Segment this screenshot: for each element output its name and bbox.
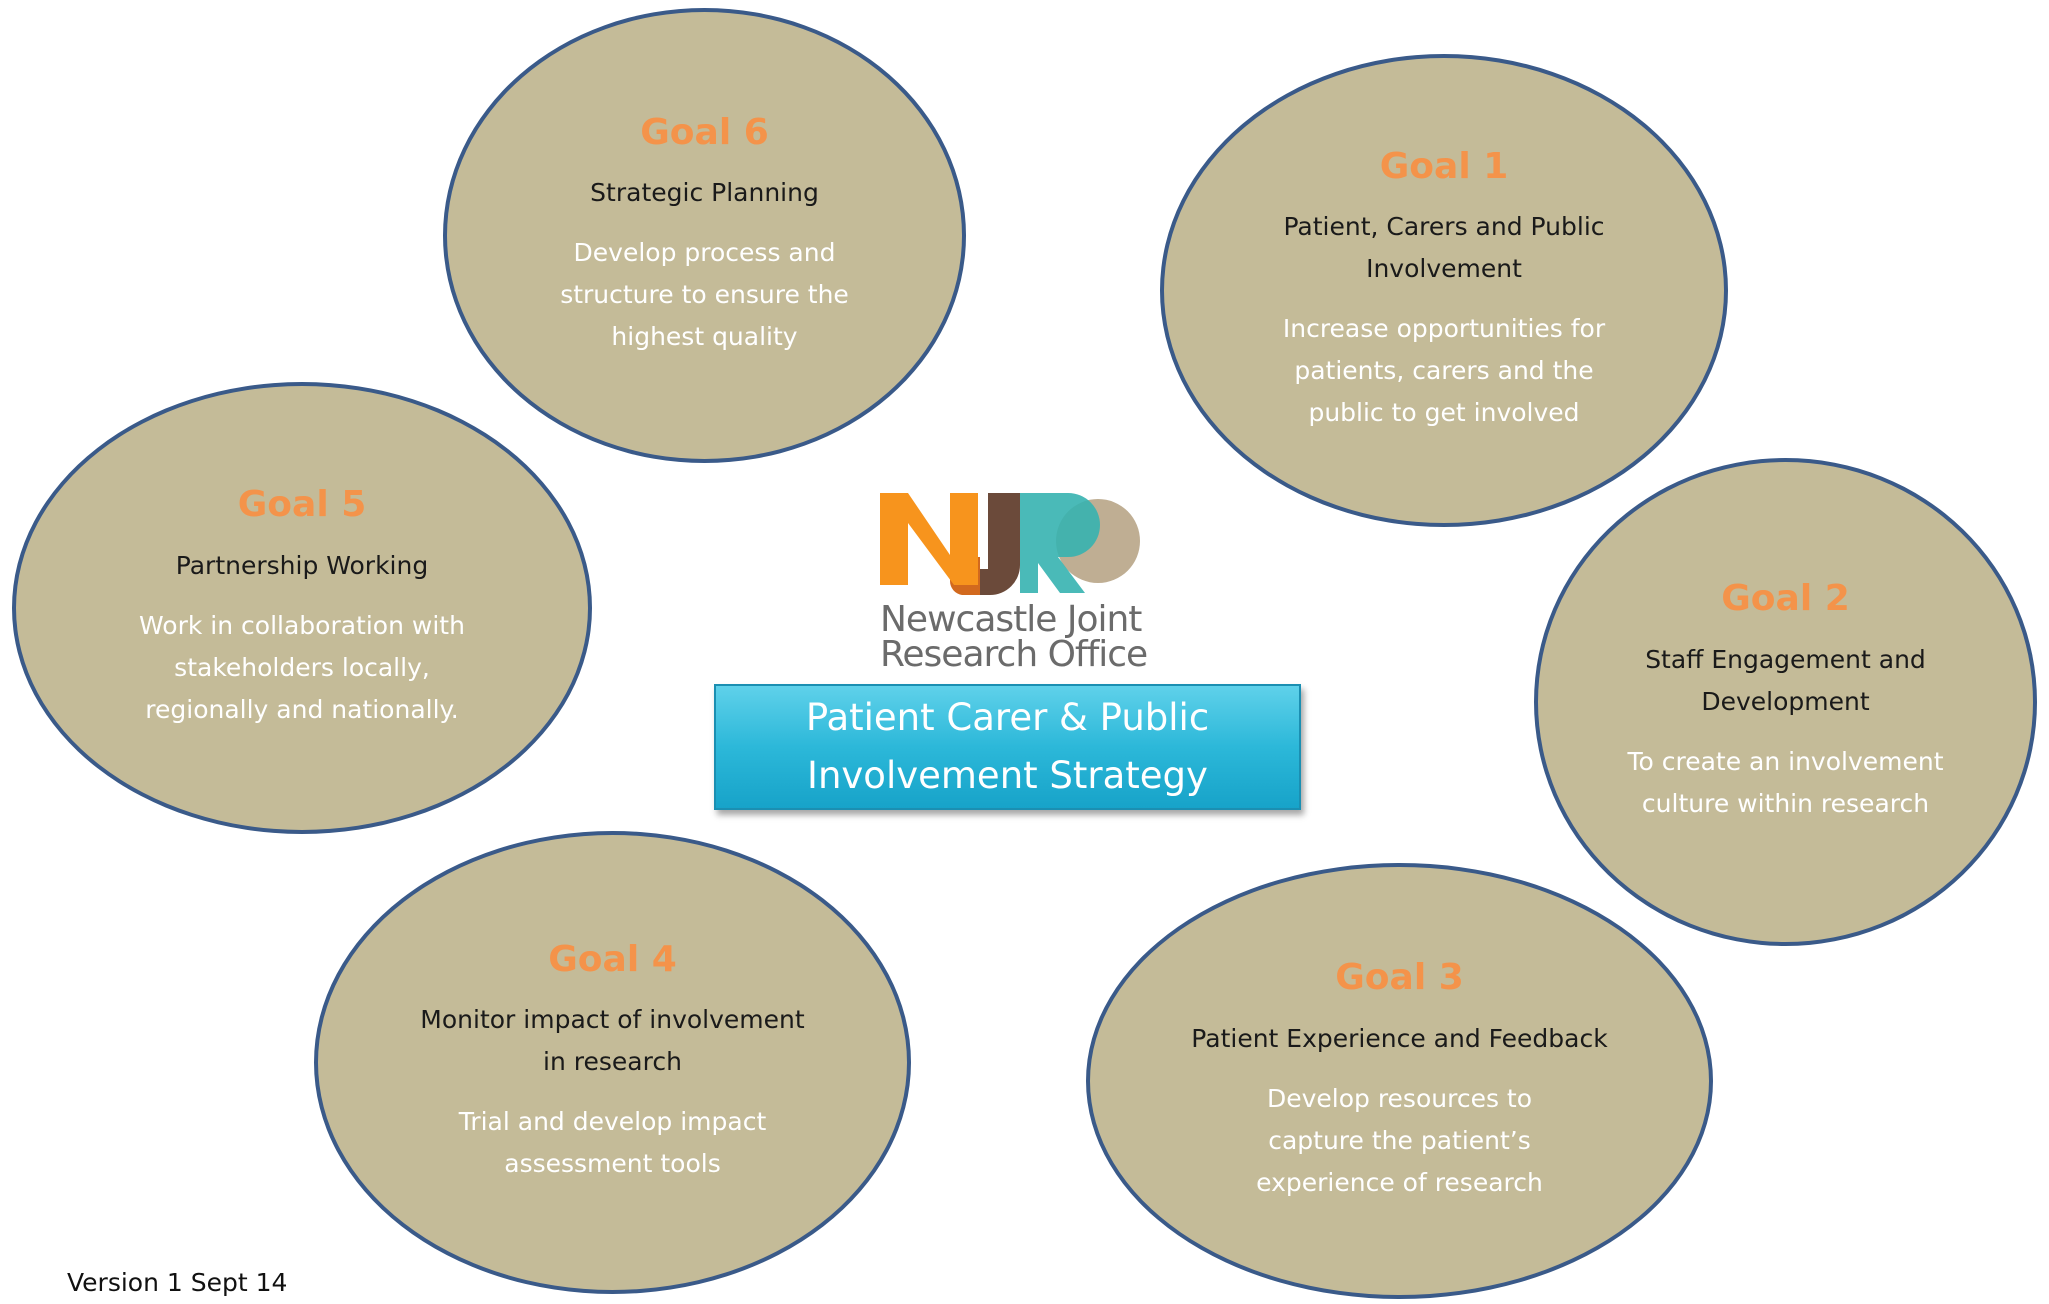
goal-name: Monitor impact of involvement in researc… bbox=[420, 1005, 805, 1077]
goal-4-circle: Goal 4 Monitor impact of involvement in … bbox=[314, 831, 911, 1294]
goal-title: Goal 3 bbox=[1335, 957, 1464, 999]
goal-title: Goal 5 bbox=[237, 484, 367, 526]
goal-1-circle: Goal 1 Patient, Carers and Public Involv… bbox=[1160, 54, 1728, 527]
goal-title: Goal 2 bbox=[1721, 578, 1850, 620]
logo-text-line-2: Research Office bbox=[880, 634, 1148, 675]
goal-title: Goal 6 bbox=[640, 111, 769, 153]
goal-name: Patient, Carers and Public Involvement bbox=[1283, 212, 1605, 284]
goal-description: To create an involvement culture within … bbox=[1627, 746, 1944, 818]
strategy-title-line-1: Patient Carer & Public bbox=[805, 696, 1210, 739]
njro-logo-mark bbox=[880, 493, 1140, 595]
goal-6-circle: Goal 6 Strategic Planning Develop proces… bbox=[443, 8, 966, 463]
goal-3-circle: Goal 3 Patient Experience and Feedback D… bbox=[1086, 863, 1713, 1299]
goal-2-circle: Goal 2 Staff Engagement and Development … bbox=[1534, 458, 2037, 946]
goal-description: Increase opportunities for patients, car… bbox=[1282, 314, 1606, 428]
strategy-title-line-2: Involvement Strategy bbox=[807, 754, 1208, 797]
goal-description: Develop process and structure to ensure … bbox=[560, 238, 849, 352]
goal-description: Trial and develop impact assessment tool… bbox=[458, 1107, 767, 1179]
goal-title: Goal 4 bbox=[548, 938, 677, 980]
goal-name: Staff Engagement and Development bbox=[1645, 644, 1926, 716]
goal-name: Partnership Working bbox=[175, 550, 429, 580]
goal-name: Patient Experience and Feedback bbox=[1191, 1023, 1608, 1053]
goal-title: Goal 1 bbox=[1379, 145, 1509, 187]
goal-5-circle: Goal 5 Partnership Working Work in colla… bbox=[12, 382, 592, 834]
njro-logo: Newcastle Joint Research Office bbox=[880, 485, 1148, 675]
goal-name: Strategic Planning bbox=[590, 178, 819, 208]
goal-description: Develop resources to capture the patient… bbox=[1256, 1083, 1543, 1197]
logo-text-line-1: Newcastle Joint bbox=[880, 599, 1142, 640]
version-label: Version 1 Sept 14 bbox=[67, 1268, 288, 1297]
goal-description: Work in collaboration with stakeholders … bbox=[139, 610, 465, 724]
strategy-banner: Patient Carer & Public Involvement Strat… bbox=[714, 684, 1301, 810]
